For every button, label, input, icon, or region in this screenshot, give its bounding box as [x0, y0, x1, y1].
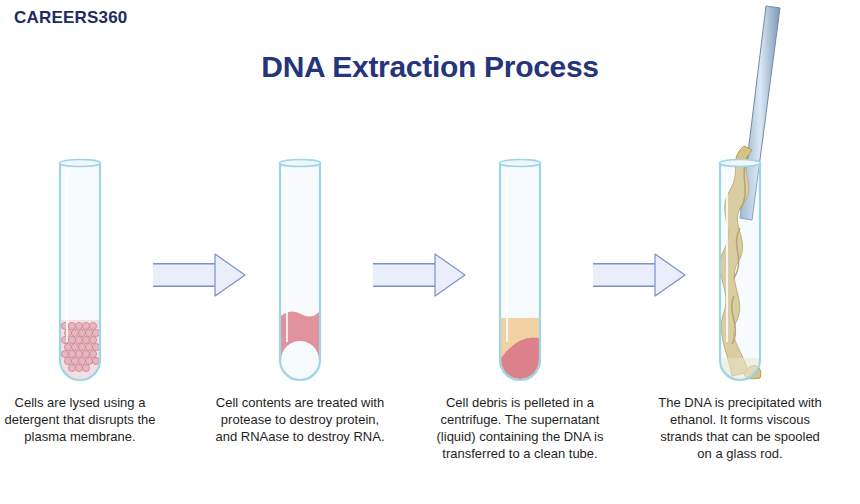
- test-tube: Cell debris is pelleted in a centrifuge.…: [499, 158, 541, 382]
- tube-rim: [500, 160, 541, 167]
- block-arrow: [373, 254, 465, 296]
- step-caption: Cell debris is pelleted in a centrifuge.…: [432, 394, 608, 462]
- step-caption: The DNA is precipitated with ethanol. It…: [652, 394, 828, 462]
- test-tube: The DNA is precipitated with ethanol. It…: [719, 158, 761, 382]
- step-caption: Cells are lysed using a detergent that d…: [0, 394, 168, 445]
- tube-rim: [720, 160, 761, 167]
- tube-glass: [720, 164, 760, 380]
- test-tube: Cells are lysed using a detergent that d…: [59, 158, 101, 382]
- tube-rim: [60, 160, 101, 167]
- step-caption: Cell contents are treated with protease …: [212, 394, 388, 445]
- tube-glass: [280, 164, 320, 380]
- arrow-head: [435, 254, 465, 296]
- glass-highlight: [506, 172, 508, 342]
- arrow-head: [655, 254, 685, 296]
- glass-highlight: [286, 172, 288, 342]
- glass-highlight: [726, 172, 728, 342]
- tube-rim: [280, 160, 321, 167]
- tube-outline: [279, 158, 321, 382]
- tube-outline: [719, 158, 761, 382]
- block-arrow: [593, 254, 685, 296]
- tube-outline: [499, 158, 541, 382]
- arrow-head: [215, 254, 245, 296]
- tube-glass: [500, 164, 540, 380]
- glass-highlight: [66, 172, 68, 342]
- diagram-title: DNA Extraction Process: [0, 50, 860, 84]
- tube-outline: [59, 158, 101, 382]
- test-tube: Cell contents are treated with protease …: [279, 158, 321, 382]
- block-arrow: [153, 254, 245, 296]
- logo-text: CAREERS360: [14, 8, 128, 28]
- tube-glass: [60, 164, 100, 380]
